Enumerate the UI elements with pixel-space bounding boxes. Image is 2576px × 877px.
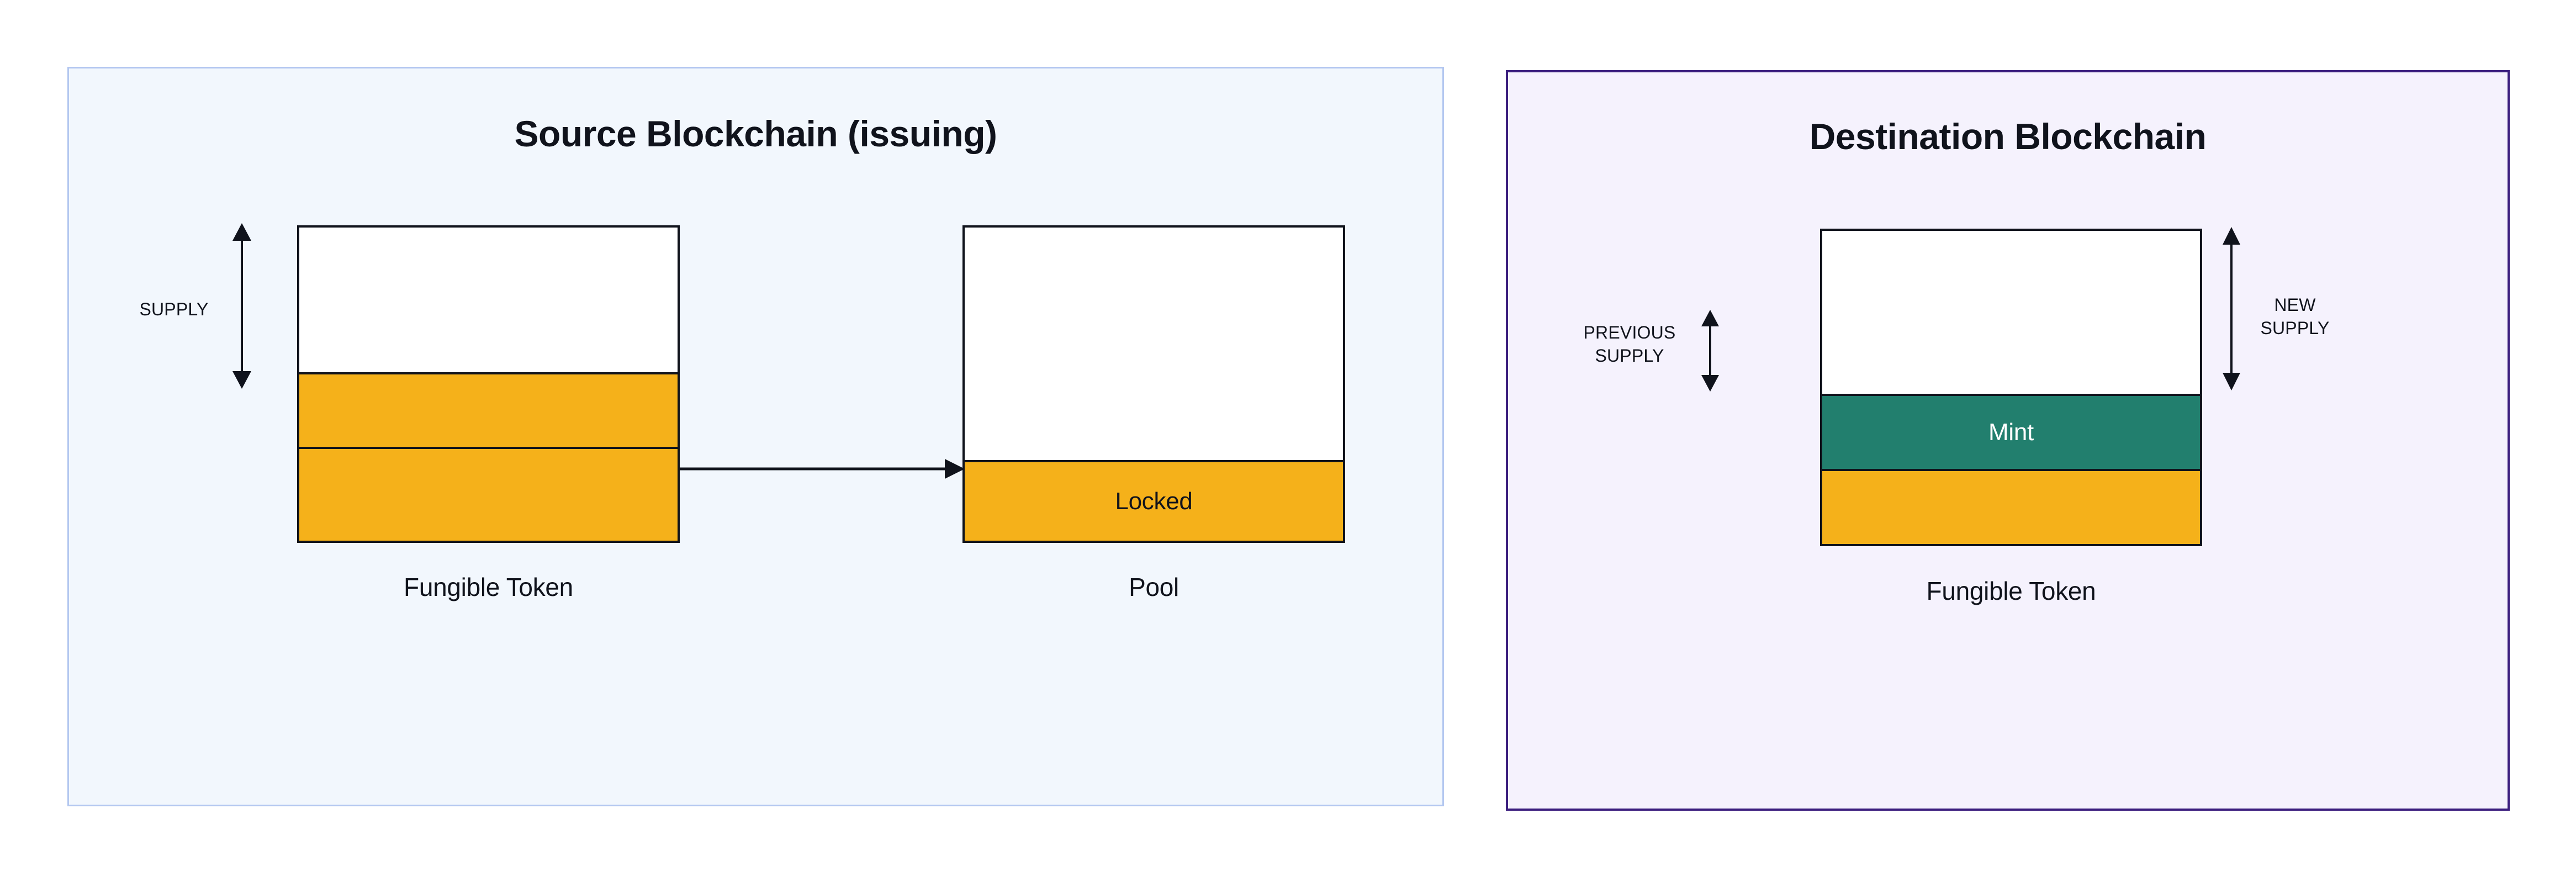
- pool-caption: Pool: [1129, 573, 1179, 601]
- token-segment-empty: [1822, 231, 2200, 394]
- transfer-arrow-icon: [680, 458, 965, 483]
- source-blockchain-panel: Source Blockchain (issuing) SUPPLY Fungi…: [67, 67, 1444, 806]
- destination-fungible-token-caption: Fungible Token: [1926, 577, 2096, 605]
- pool-locked-label: Locked: [1115, 488, 1193, 515]
- token-segment-supply-upper: [299, 372, 678, 447]
- pool-segment-locked: Locked: [965, 460, 1343, 541]
- mint-label: Mint: [1988, 418, 2034, 446]
- source-panel-title: Source Blockchain (issuing): [514, 113, 997, 154]
- supply-dimension-arrow: [231, 223, 253, 389]
- token-segment-supply-lower: [299, 446, 678, 541]
- previous-supply-dimension-arrow: [1699, 310, 1721, 392]
- source-fungible-token-box: [297, 225, 680, 543]
- destination-panel-title: Destination Blockchain: [1809, 116, 2207, 157]
- source-fungible-token-caption: Fungible Token: [404, 573, 573, 601]
- destination-blockchain-panel: Destination Blockchain PREVIOUS SUPPLY M…: [1506, 70, 2510, 811]
- new-supply-dimension-label: NEW SUPPLY: [2260, 295, 2330, 339]
- destination-fungible-token-box: Mint: [1820, 229, 2202, 546]
- supply-dimension-label: SUPPLY: [139, 299, 209, 319]
- token-segment-mint: Mint: [1822, 393, 2200, 469]
- previous-supply-dimension-label: PREVIOUS SUPPLY: [1583, 323, 1676, 366]
- token-segment-previous-supply: [1822, 468, 2200, 544]
- token-segment-empty: [299, 228, 678, 372]
- new-supply-dimension-arrow: [2220, 227, 2242, 390]
- pool-box: Locked: [962, 225, 1345, 543]
- pool-segment-empty: [965, 228, 1343, 461]
